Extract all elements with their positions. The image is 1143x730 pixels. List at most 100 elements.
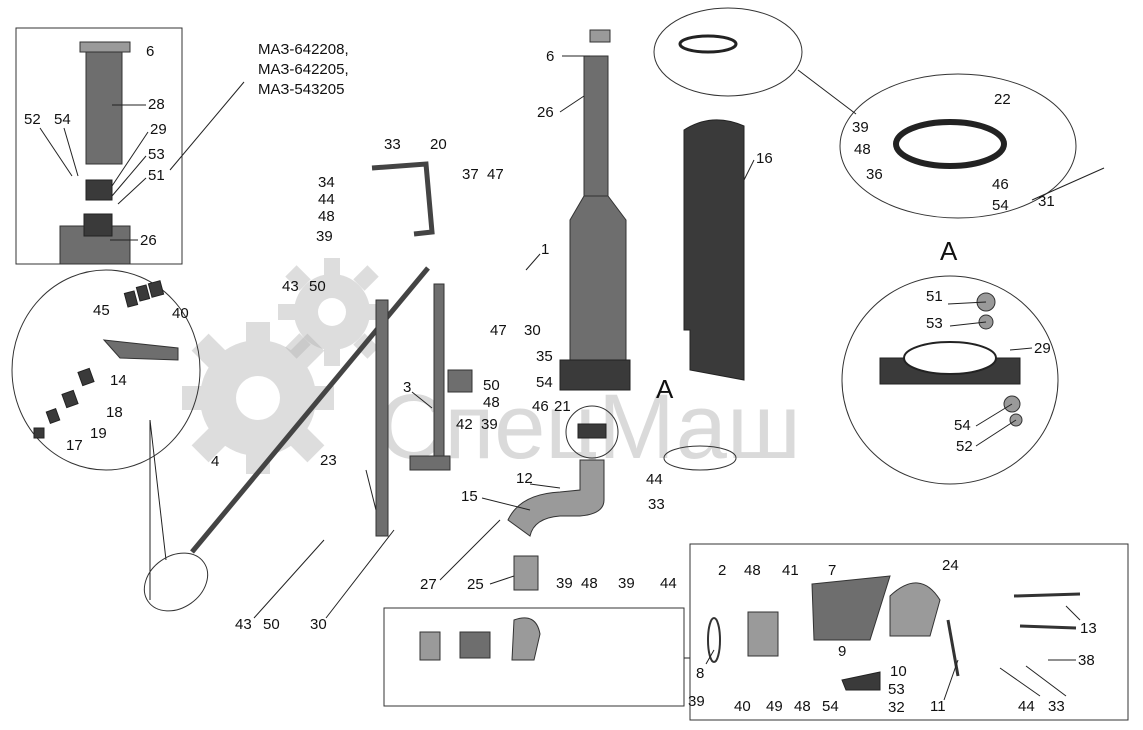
bottom-left-parts	[419, 617, 541, 661]
label-50: 50	[309, 278, 326, 295]
label-13: 13	[1080, 620, 1097, 637]
label-28: 28	[148, 96, 165, 113]
label-6-top: 6	[546, 48, 554, 65]
label-38: 38	[1078, 652, 1095, 669]
label-32: 32	[888, 699, 905, 716]
label-48-br-2: 48	[794, 698, 811, 715]
label-23: 23	[320, 452, 337, 469]
label-48-clamp: 48	[854, 141, 871, 158]
label-30: 30	[524, 322, 541, 339]
label-46-clamp: 46	[992, 176, 1009, 193]
clamp-band-small	[678, 34, 738, 54]
label-19: 19	[90, 425, 107, 442]
ellipse-leader-1	[149, 419, 167, 561]
ellipse-rod-end	[143, 552, 209, 612]
watermark-gear-large	[182, 322, 334, 474]
model-line-2: МАЗ-642205,	[258, 61, 349, 78]
label-39-br: 39	[688, 693, 705, 710]
label-22: 22	[994, 91, 1011, 108]
muffler-assembly	[559, 29, 631, 391]
label-14: 14	[110, 372, 127, 389]
label-54-mid: 54	[536, 374, 553, 391]
label-21: 21	[554, 398, 571, 415]
model-line-3: МАЗ-543205	[258, 81, 344, 98]
label-8: 8	[696, 665, 704, 682]
bracket-3	[409, 283, 473, 471]
inset-frame-bottom-left	[383, 607, 685, 707]
label-30-low: 30	[310, 616, 327, 633]
label-46: 46	[532, 398, 549, 415]
label-24: 24	[942, 557, 959, 574]
bracket-20	[371, 161, 435, 237]
label-40-br: 40	[734, 698, 751, 715]
label-3: 3	[403, 379, 411, 396]
label-45: 45	[93, 302, 110, 319]
label-51-detail: 51	[926, 288, 943, 305]
label-54-detail: 54	[954, 417, 971, 434]
label-33-br: 33	[1048, 698, 1065, 715]
connector-25	[513, 555, 539, 591]
label-50-mid: 50	[483, 377, 500, 394]
label-7: 7	[828, 562, 836, 579]
label-29-detail: 29	[1034, 340, 1051, 357]
label-17: 17	[66, 437, 83, 454]
label-40: 40	[172, 305, 189, 322]
label-35: 35	[536, 348, 553, 365]
label-26-top: 26	[537, 104, 554, 121]
label-31: 31	[1038, 193, 1055, 210]
label-48-low: 48	[581, 575, 598, 592]
clamp-connector-leader	[797, 69, 857, 115]
label-48-br: 48	[744, 562, 761, 579]
leader-lines	[39, 55, 1105, 701]
label-42: 42	[456, 416, 473, 433]
label-39-mid: 39	[481, 416, 498, 433]
label-2: 2	[718, 562, 726, 579]
label-37: 37	[462, 166, 479, 183]
label-51: 51	[148, 167, 165, 184]
model-leader	[169, 81, 245, 171]
bottom-right-parts	[707, 575, 1081, 691]
inset-frame-bottom-right	[689, 543, 1129, 721]
label-41: 41	[782, 562, 799, 579]
left-group-parts	[33, 280, 179, 439]
rod-4	[190, 266, 430, 554]
label-34: 34	[318, 174, 335, 191]
label-48-mid: 48	[483, 394, 500, 411]
label-12: 12	[516, 470, 533, 487]
label-47-mid: 47	[490, 322, 507, 339]
ellipse-clamp-large	[839, 73, 1077, 219]
view-marker-a: А	[940, 236, 958, 266]
label-44-br: 44	[1018, 698, 1035, 715]
part-labels: 6 28 52 54 29 53 51 26 33 20 34 44 48 39…	[24, 43, 1097, 716]
ellipse-left-group	[11, 269, 201, 471]
label-52-detail: 52	[956, 438, 973, 455]
label-4: 4	[211, 453, 219, 470]
label-52: 52	[24, 111, 41, 128]
inset-pipe-28	[59, 41, 131, 265]
label-33-mid: 33	[648, 496, 665, 513]
label-53-br: 53	[888, 681, 905, 698]
view-marker-a-small: А	[656, 374, 674, 404]
model-line-1: МАЗ-642208,	[258, 41, 349, 58]
label-44-low: 44	[660, 575, 677, 592]
label-15: 15	[461, 488, 478, 505]
label-25: 25	[467, 576, 484, 593]
label-43: 43	[282, 278, 299, 295]
label-39: 39	[316, 228, 333, 245]
label-9: 9	[838, 643, 846, 660]
label-53: 53	[148, 146, 165, 163]
label-48: 48	[318, 208, 335, 225]
label-39-low: 39	[556, 575, 573, 592]
watermark-gear-small	[278, 258, 386, 366]
label-26: 26	[140, 232, 157, 249]
label-54-clamp: 54	[992, 197, 1009, 214]
label-20: 20	[430, 136, 447, 153]
label-11: 11	[930, 698, 946, 715]
strap-23	[375, 299, 389, 537]
ellipse-detail-a	[841, 275, 1059, 485]
label-33: 33	[384, 136, 401, 153]
clamp-band	[893, 119, 1007, 169]
label-16: 16	[756, 150, 773, 167]
ellipse-clamp-small	[653, 7, 803, 97]
